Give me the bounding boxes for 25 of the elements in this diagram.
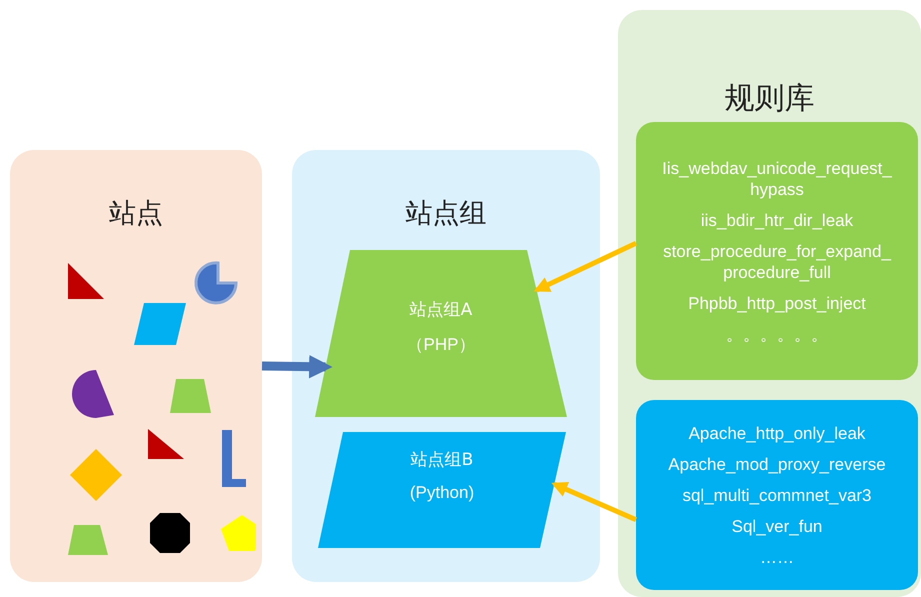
panel-title: 站点 <box>108 197 164 231</box>
rule-name: sql_multi_commnet_var3 <box>682 484 872 506</box>
rule-name: 。。。。。。 <box>726 324 828 344</box>
rule-name: Apache_mod_proxy_reverse <box>668 454 886 474</box>
site-panel <box>10 150 262 582</box>
panel-title: 站点组 <box>404 197 488 231</box>
rule-library-panel <box>618 10 921 597</box>
rule-list-card <box>636 122 918 380</box>
rule-list-card <box>636 400 918 590</box>
arrow <box>551 482 637 522</box>
rule-name: Iis_webdav_unicode_request_hypass <box>661 158 893 200</box>
arrow <box>534 241 638 292</box>
rule-name: iis_bdir_htr_dir_leak <box>700 210 854 230</box>
rule-name: store_procedure_for_expand_procedure_full <box>662 240 892 282</box>
site-group-panel <box>292 150 600 582</box>
panel-title: 规则库 <box>724 80 816 118</box>
group-platform: （PHP） <box>406 334 476 356</box>
group-name: 站点组A <box>408 299 474 321</box>
rule-name: Phpbb_http_post_inject <box>688 292 866 314</box>
rule-name: …… <box>760 546 794 568</box>
arrow <box>262 354 333 378</box>
rule-name: Sql_ver_fun <box>732 516 822 536</box>
group-name: 站点组B <box>410 449 474 471</box>
rule-name: Apache_http_only_leak <box>688 422 866 444</box>
group-platform: (Python) <box>408 483 476 503</box>
